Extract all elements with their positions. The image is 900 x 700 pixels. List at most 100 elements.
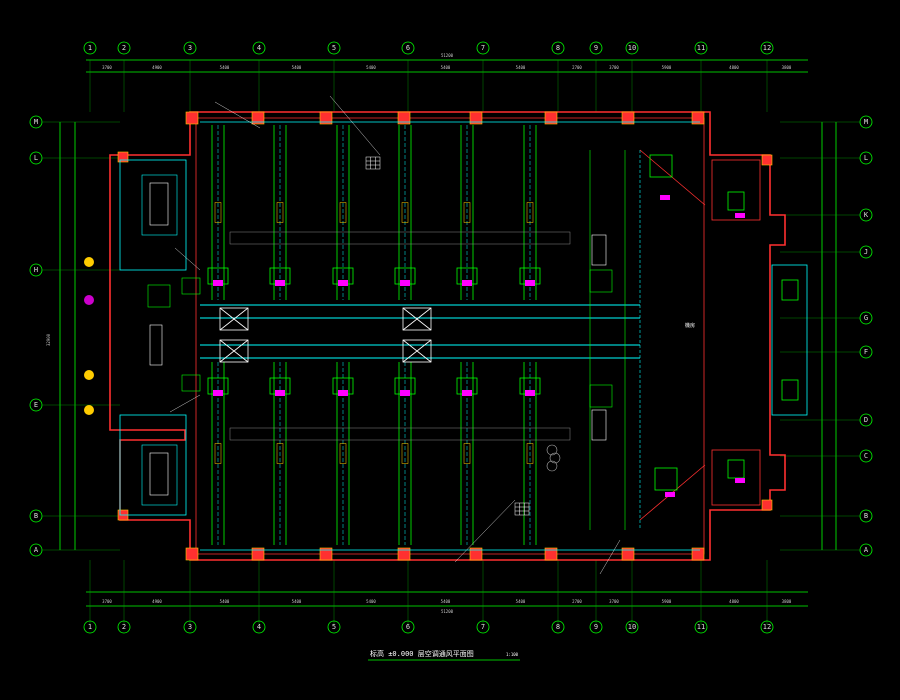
axis-top-4: 4	[252, 41, 266, 55]
top-dim-text: 4800	[729, 65, 739, 70]
axis-right-A-label: A	[864, 546, 869, 554]
duct-row-bottom	[207, 362, 541, 545]
axis-right-C: C	[859, 449, 873, 463]
axis-left-A-label: A	[34, 546, 39, 554]
duct-branch	[269, 362, 291, 545]
axis-right-K-label: K	[864, 211, 869, 219]
yellow-markers	[84, 257, 94, 415]
axis-bottom-3-label: 3	[188, 623, 192, 631]
axis-right-C-label: C	[864, 452, 868, 460]
axis-top-7: 7	[476, 41, 490, 55]
axis-bottom-3: 3	[183, 620, 197, 634]
axis-bottom-2: 2	[117, 620, 131, 634]
axis-right-D: D	[859, 413, 873, 427]
bottom-dim-text: 5400	[366, 599, 376, 604]
axis-right-F: F	[859, 345, 873, 359]
axis-top-7-label: 7	[481, 44, 485, 52]
top-dim-text: 5400	[516, 65, 526, 70]
top-dim-text: 3700	[609, 65, 619, 70]
axis-right-G-label: G	[864, 314, 868, 322]
top-dimension	[86, 59, 808, 607]
axis-bottom-2-label: 2	[122, 623, 126, 631]
axis-top-3: 3	[183, 41, 197, 55]
top-dim-text: 5400	[220, 65, 230, 70]
duct-branch	[269, 125, 291, 300]
axis-left-A: A	[29, 543, 43, 557]
axis-right-G: G	[859, 311, 873, 325]
top-dim-text: 5400	[292, 65, 302, 70]
top-dim-text: 3800	[782, 65, 792, 70]
axis-bottom-8-label: 8	[556, 623, 560, 631]
axis-right-K: K	[859, 208, 873, 222]
top-dim-text: 3700	[102, 65, 112, 70]
axis-bottom-9: 9	[589, 620, 603, 634]
axis-left-L-label: L	[34, 154, 38, 162]
duct-branch	[207, 125, 229, 300]
drawing-title: 标高 ±0.000 层空调通风平面图	[370, 649, 474, 658]
axis-top-2: 2	[117, 41, 131, 55]
axis-bottom-5-label: 5	[332, 623, 336, 631]
axis-top-5: 5	[327, 41, 341, 55]
axis-left-B: B	[29, 509, 43, 523]
bottom-dim-text: 3700	[102, 599, 112, 604]
axis-top-5-label: 5	[332, 44, 336, 52]
bottom-dim-text: 5400	[292, 599, 302, 604]
axis-bottom-9-label: 9	[594, 623, 598, 631]
axis-right-L: L	[859, 151, 873, 165]
bottom-dim-text: 5400	[441, 599, 451, 604]
bottom-dim-text: 2700	[572, 599, 582, 604]
top-dim-text: 5400	[441, 65, 451, 70]
duct-branch	[394, 362, 416, 545]
duct-branch	[519, 362, 541, 545]
axis-top-1-label: 1	[88, 44, 92, 52]
axis-right-A: A	[859, 543, 873, 557]
grilles-horizontal	[229, 231, 571, 441]
axis-bottom-10-label: 10	[628, 623, 636, 631]
axis-right-D-label: D	[864, 416, 868, 424]
axis-top-6-label: 6	[406, 44, 410, 52]
axis-top-12: 12	[760, 41, 774, 55]
axis-top-2-label: 2	[122, 44, 126, 52]
grid-lines	[89, 60, 768, 625]
fan-unit-1	[219, 307, 249, 363]
axis-bottom-11: 11	[694, 620, 708, 634]
inner-cyan-lines	[119, 121, 700, 551]
axis-left-B-label: B	[34, 512, 38, 520]
machine-room-label: 機房	[685, 322, 695, 329]
axis-top-8: 8	[551, 41, 565, 55]
bottom-dim-text: 3800	[782, 599, 792, 604]
machine-room	[589, 150, 641, 530]
axis-right-M: M	[859, 115, 873, 129]
building-walls	[109, 111, 786, 561]
axis-bottom-7-label: 7	[481, 623, 485, 631]
axis-left-E: E	[29, 398, 43, 412]
bottom-dim-text: 5400	[516, 599, 526, 604]
top-dim-text: 4900	[152, 65, 162, 70]
fan-unit-2	[402, 307, 432, 363]
axis-left-L: L	[29, 151, 43, 165]
axis-bottom-11-label: 11	[697, 623, 705, 631]
bottom-dim-text: 3700	[609, 599, 619, 604]
duct-branch	[456, 362, 478, 545]
top-dim-text: 5900	[662, 65, 672, 70]
duct-row-top	[207, 125, 541, 300]
axis-bottom-1: 1	[83, 620, 97, 634]
duct-branch	[519, 125, 541, 300]
axis-top-9-label: 9	[594, 44, 598, 52]
axis-bottom-12: 12	[760, 620, 774, 634]
bottom-dim-text: 4900	[152, 599, 162, 604]
axis-right-F-label: F	[864, 348, 868, 356]
axis-bottom-7: 7	[476, 620, 490, 634]
stair-left-bottom	[141, 444, 178, 506]
duct-branch	[394, 125, 416, 300]
axis-top-11: 11	[694, 41, 708, 55]
axis-bottom-6-label: 6	[406, 623, 410, 631]
axis-right-M-label: M	[864, 118, 868, 126]
main-duct-horizontal	[200, 304, 640, 359]
axis-top-4-label: 4	[257, 44, 261, 52]
axis-left-H-label: H	[34, 266, 38, 274]
